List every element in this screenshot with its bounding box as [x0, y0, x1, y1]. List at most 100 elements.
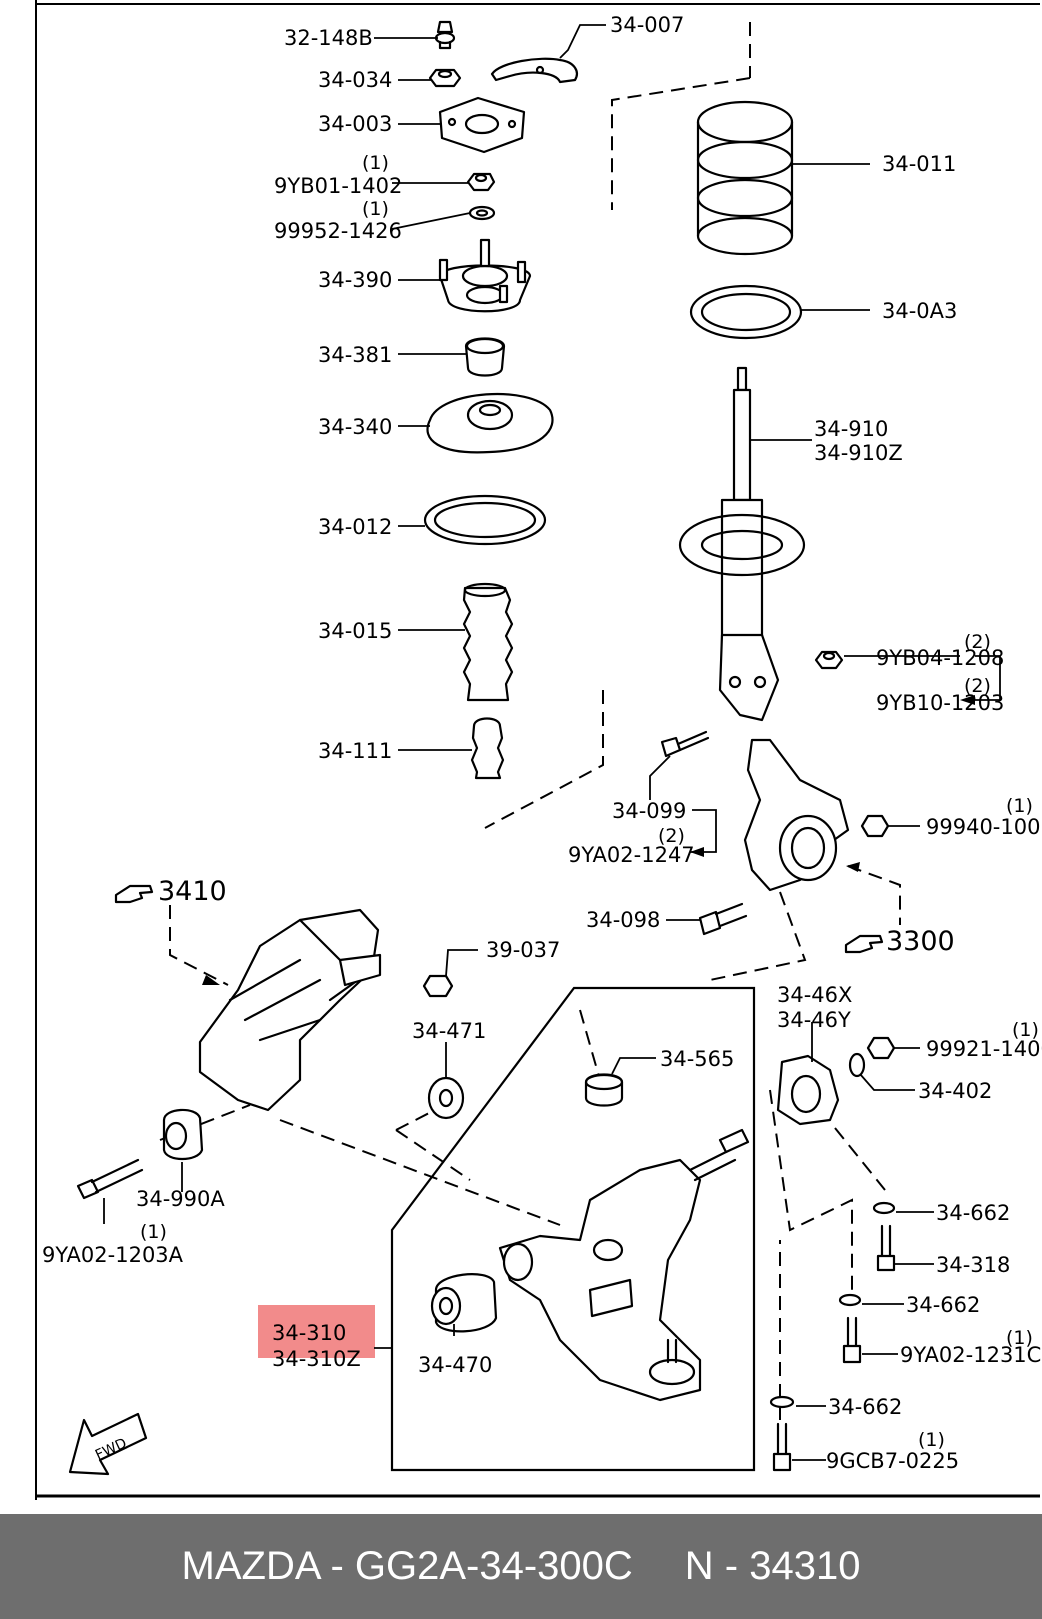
label-34-310: 34-310	[272, 1321, 346, 1345]
label-9yb01-1402: 9YB01-1402	[274, 174, 402, 198]
label-9yb04-1208: 9YB04-1208	[876, 646, 1004, 670]
label-34-381: 34-381	[318, 343, 392, 367]
label-32-148b: 32-148B	[284, 26, 373, 50]
bolt-9ya02-1203a	[76, 1158, 144, 1200]
label-34-011: 34-011	[882, 152, 956, 176]
control-arm-34-310	[498, 1128, 750, 1402]
bracket-34-007	[490, 57, 578, 84]
leader-lines	[103, 24, 1001, 1461]
assembly-dash-471	[395, 1109, 471, 1181]
mount-34-390	[438, 238, 532, 313]
assembly-dash-arm	[279, 1119, 561, 1226]
label-34-990a: 34-990A	[136, 1187, 225, 1211]
footer-part-number: MAZDA - GG2A-34-300C	[181, 1544, 633, 1588]
qty-9yb10-1203: (2)	[964, 675, 991, 697]
bolt-34-318	[876, 1224, 896, 1272]
assembly-dash-3300	[847, 865, 901, 925]
assembly-dash-3410	[169, 905, 229, 986]
label-34-910: 34-910	[814, 417, 888, 441]
label-34-662-c: 34-662	[828, 1395, 902, 1419]
label-34-662-a: 34-662	[936, 1201, 1010, 1225]
label-34-910z: 34-910Z	[814, 441, 903, 465]
bumper-34-111	[470, 717, 505, 780]
label-99940-1001: 99940-1001	[926, 815, 1042, 839]
label-34-471: 34-471	[412, 1019, 486, 1043]
bushing-34-470	[430, 1273, 498, 1333]
bearing-34-381	[464, 337, 506, 377]
leader-arrows	[202, 695, 975, 985]
label-34-390: 34-390	[318, 268, 392, 292]
qty-9yb01-1402: (1)	[362, 152, 389, 174]
label-3410: 3410	[158, 876, 227, 907]
washer-34-402	[848, 1052, 866, 1078]
qty-9ya02-1231c: (1)	[1006, 1327, 1033, 1349]
boot-34-015	[462, 582, 514, 702]
qty-99940-1001: (1)	[1006, 795, 1033, 817]
washer-34-662-a	[872, 1201, 896, 1215]
qty-99952-1426: (1)	[362, 198, 389, 220]
label-9ya02-1231c: 9YA02-1231C	[900, 1343, 1041, 1367]
control-arm-box	[390, 986, 756, 1472]
seat-34-340	[426, 392, 554, 454]
label-34-340: 34-340	[318, 415, 392, 439]
bolt-32-148b	[434, 20, 456, 50]
exploded-parts-diagram: 32-148B 34-007 34-034 34-003 34-011 (1) …	[35, 0, 1042, 1500]
bushing-34-990a	[162, 1108, 204, 1161]
label-39-037: 39-037	[486, 938, 560, 962]
rubber-seat-34-012	[423, 494, 547, 546]
label-34-015: 34-015	[318, 619, 392, 643]
label-3300: 3300	[886, 926, 955, 957]
label-9ya02-1203a: 9YA02-1203A	[42, 1243, 184, 1267]
reference-hand-icon-3300	[844, 934, 884, 954]
nut-9yb04-1208	[814, 650, 844, 670]
label-34-099: 34-099	[612, 799, 686, 823]
label-34-46x: 34-46X	[777, 983, 852, 1007]
label-9yb10-1203: 9YB10-1203	[876, 691, 1004, 715]
strut-34-910	[678, 366, 806, 722]
nut-34-034	[428, 68, 462, 88]
nut-99921-1400	[866, 1036, 896, 1060]
assembly-dash-bolt	[159, 1104, 251, 1141]
nut-39-037	[422, 974, 454, 998]
bushing-34-471	[427, 1076, 465, 1120]
assembly-dash-bump	[484, 690, 604, 829]
label-34-098: 34-098	[586, 908, 660, 932]
footer-diagram-number: N - 34310	[684, 1544, 861, 1588]
reference-hand-icon-3410	[114, 884, 154, 904]
label-34-0a3: 34-0A3	[882, 299, 957, 323]
qty-9ya02-1247: (2)	[658, 825, 685, 847]
label-9gcb7-0225: 9GCB7-0225	[826, 1449, 959, 1473]
washer-99952-1426	[468, 205, 496, 221]
label-34-470: 34-470	[418, 1353, 492, 1377]
label-99921-1400: 99921-1400	[926, 1037, 1042, 1061]
footer-bar: MAZDA - GG2A-34-300C N - 34310	[0, 1514, 1042, 1619]
label-99952-1426: 99952-1426	[274, 219, 402, 243]
qty-9gcb7-0225: (1)	[918, 1429, 945, 1451]
label-34-034: 34-034	[318, 68, 392, 92]
highlight-34-310	[258, 1305, 375, 1358]
nut-99940-1001	[860, 814, 890, 838]
washer-34-662-c	[769, 1395, 795, 1409]
qty-9yb04-1208: (2)	[964, 631, 991, 653]
qty-99921-1400: (1)	[1012, 1019, 1039, 1041]
label-34-46y: 34-46Y	[777, 1008, 851, 1032]
bolt-34-098	[698, 902, 748, 936]
knuckle-3300	[743, 738, 850, 892]
label-34-402: 34-402	[918, 1079, 992, 1103]
label-34-318: 34-318	[936, 1253, 1010, 1277]
bolt-34-099	[660, 730, 710, 758]
label-34-565: 34-565	[660, 1047, 734, 1071]
assembly-dash-top	[611, 22, 751, 210]
fwd-arrow-icon	[68, 1412, 148, 1476]
qty-9ya02-1203a: (1)	[140, 1221, 167, 1243]
spring-34-011	[696, 100, 794, 256]
bushing-34-46x	[776, 1054, 840, 1126]
assembly-dash-knuckle	[709, 891, 807, 981]
assembly-dash-right	[769, 1089, 886, 1420]
seat-34-0a3	[689, 284, 803, 340]
label-34-003: 34-003	[318, 112, 392, 136]
subframe-3410	[198, 908, 382, 1112]
washer-34-662-b	[838, 1293, 862, 1307]
label-34-012: 34-012	[318, 515, 392, 539]
label-34-310z: 34-310Z	[272, 1347, 361, 1371]
